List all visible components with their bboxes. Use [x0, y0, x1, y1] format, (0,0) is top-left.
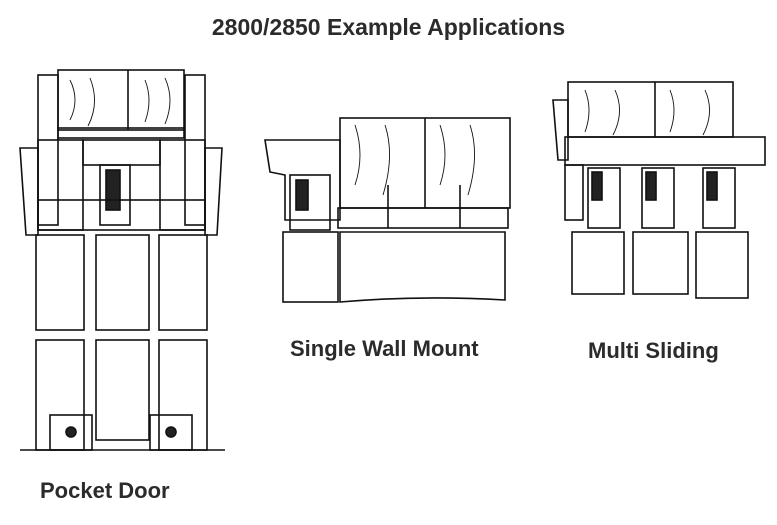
pocket-door-drawing — [19, 69, 225, 451]
diagram-title: 2800/2850 Example Applications — [211, 14, 566, 40]
label-multi-sliding: Multi Sliding — [588, 338, 719, 363]
label-single-wall-mount: Single Wall Mount — [290, 336, 479, 361]
single-wall-mount-drawing — [264, 117, 511, 303]
label-pocket-door: Pocket Door — [40, 478, 170, 503]
multi-sliding-drawing — [552, 81, 766, 299]
